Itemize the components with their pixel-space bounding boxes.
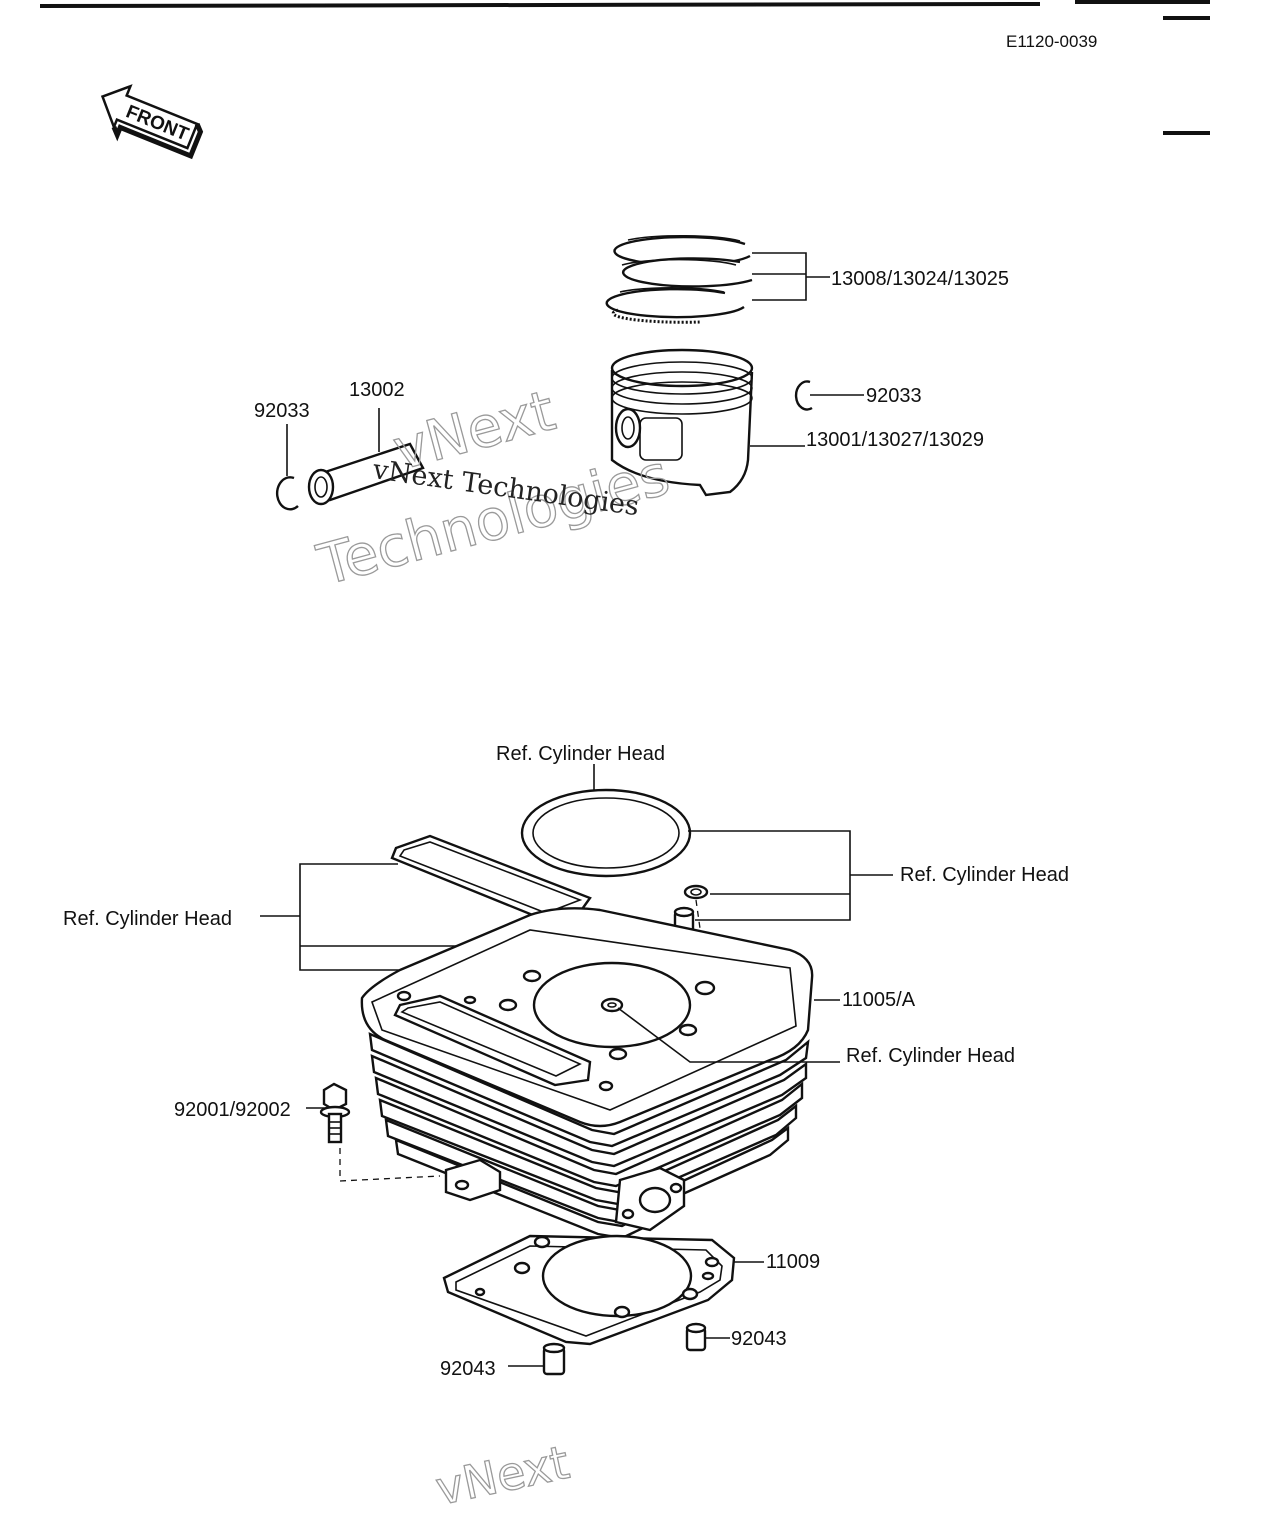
leader-ref-head-center	[617, 1007, 840, 1063]
base-gasket	[442, 1234, 736, 1346]
callout-piston: 13001/13027/13029	[806, 429, 984, 451]
circlip-right	[794, 380, 813, 411]
bolt-guide-line	[339, 1148, 441, 1182]
callout-dowel-left: 92043	[440, 1358, 496, 1380]
callout-piston-rings: 13008/13024/13025	[831, 268, 1009, 290]
piston-rings	[605, 234, 753, 324]
callout-cylinder: 11005/A	[842, 989, 916, 1011]
doc-code: E1120-0039	[1006, 32, 1097, 51]
callout-base-gasket: 11009	[766, 1251, 820, 1273]
callout-circlip-left: 92033	[254, 400, 310, 422]
front-arrow-icon: FRONT	[100, 84, 204, 160]
piston	[610, 348, 754, 497]
oring-right	[683, 884, 709, 900]
watermark-bottom: vNext	[431, 1435, 574, 1516]
callout-bolt: 92001/92002	[174, 1099, 291, 1121]
leader-ref-head-right	[688, 830, 893, 921]
callout-ref-head-right: Ref. Cylinder Head	[900, 864, 1069, 886]
page-border-top	[39, 0, 1210, 135]
callout-ref-head-center: Ref. Cylinder Head	[846, 1045, 1015, 1067]
cylinder-block	[360, 907, 814, 1240]
head-gasket-ring	[520, 788, 692, 878]
callout-piston-pin: 13002	[349, 379, 405, 401]
callout-ref-head-left: Ref. Cylinder Head	[63, 908, 232, 930]
piston-pin	[307, 442, 425, 506]
callout-ref-head-top: Ref. Cylinder Head	[496, 743, 665, 765]
callout-circlip-right: 92033	[866, 385, 922, 407]
dowel-lower-left	[542, 1342, 566, 1376]
callout-dowel-right: 92043	[731, 1328, 787, 1350]
cylinder-bolt	[319, 1082, 351, 1144]
dowel-lower-right	[685, 1322, 707, 1352]
circlip-left	[275, 476, 299, 511]
leader-piston-rings	[752, 252, 830, 301]
